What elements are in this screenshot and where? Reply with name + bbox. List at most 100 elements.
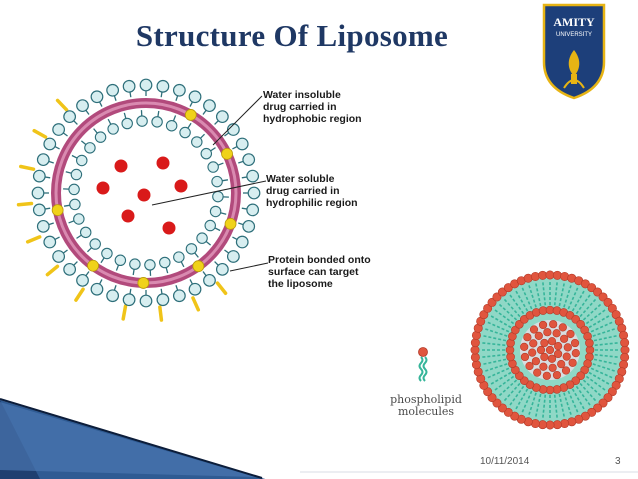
micelle-core-head	[520, 342, 529, 351]
lipid-head	[242, 219, 256, 233]
micelle-tail	[481, 357, 512, 366]
micelle-tail	[569, 288, 586, 316]
hydrophilic-drug	[114, 159, 128, 173]
hydrophobic-drug	[224, 217, 237, 230]
lipid-head	[226, 123, 240, 136]
micelle-tail	[480, 353, 511, 359]
lipid-head	[114, 254, 127, 267]
lipid-head	[32, 169, 46, 183]
micelle-tail	[514, 288, 531, 316]
leader-line-hydrophobic	[212, 95, 263, 146]
micelle-tail	[553, 280, 559, 311]
micelle-tail	[588, 357, 619, 366]
lipid-head	[200, 147, 213, 160]
surface-protein	[215, 281, 228, 296]
lipid-head	[52, 123, 66, 136]
surface-protein	[45, 264, 60, 277]
lipid-head	[52, 250, 66, 263]
page-number: 3	[615, 456, 621, 467]
lipid-head	[207, 161, 219, 173]
micelle-core-head	[539, 362, 548, 371]
micelle-core-head	[561, 366, 571, 375]
micelle-tail	[553, 389, 559, 420]
lipid-head	[36, 219, 50, 233]
lipid-head	[69, 198, 81, 211]
micelle-core-head	[570, 338, 580, 348]
micelle-tail	[588, 334, 619, 343]
lipid-head	[84, 142, 96, 154]
micelle-tail	[541, 280, 547, 311]
lipid-head	[188, 282, 202, 296]
hydrophobic-drug	[221, 147, 233, 160]
lipid-head	[139, 78, 153, 92]
surface-protein	[74, 287, 85, 302]
lipid-head	[235, 235, 249, 249]
hydrophilic-drug	[96, 181, 110, 195]
lipid-head	[76, 273, 89, 287]
lipid-head	[204, 219, 216, 232]
lipid-head	[106, 83, 120, 97]
micelle-core-head	[545, 345, 555, 355]
micelle-core-head	[547, 337, 557, 346]
lipid-head	[165, 119, 178, 132]
micelle-tail	[502, 379, 524, 403]
micelle-core-head	[566, 329, 575, 339]
micelle-tail	[508, 381, 528, 408]
lipid-head	[73, 213, 85, 225]
hydrophobic-drug	[184, 109, 197, 121]
micelle-tail	[586, 320, 615, 335]
micelle-core-head	[533, 368, 542, 377]
micelle-tail	[520, 386, 535, 415]
lipid-head	[188, 90, 202, 104]
micelle-core-head	[523, 333, 532, 342]
micelle-tail	[572, 381, 592, 408]
lipid-head	[203, 273, 216, 287]
micelle-tail	[534, 388, 543, 419]
micelle-tail	[488, 369, 516, 386]
lipid-head	[63, 110, 77, 124]
lipid-head	[211, 175, 223, 188]
micelle-tail	[565, 285, 580, 314]
surface-protein	[191, 296, 201, 312]
lipid-head	[76, 99, 89, 113]
micelle-tail	[485, 365, 514, 380]
surface-protein	[32, 128, 48, 139]
lipid-head	[196, 232, 208, 244]
lipid-head	[209, 205, 222, 218]
micelle-core-head	[568, 358, 577, 367]
footer-date: 10/11/2014	[480, 456, 530, 467]
hydrophobic-drug	[137, 277, 150, 289]
micelle-tail	[514, 384, 531, 412]
lipid-head	[226, 250, 240, 263]
hydrophobic-drug	[51, 204, 64, 217]
lipid-head	[63, 262, 77, 276]
surface-protein	[19, 164, 36, 171]
micelle-core-head	[534, 331, 543, 341]
micelle-core-head	[528, 348, 537, 357]
lipid-head	[89, 238, 101, 250]
hydrophilic-drug	[162, 221, 176, 235]
micelle-tail	[492, 308, 519, 328]
micelle-head	[620, 338, 630, 348]
micelle-tail	[589, 341, 620, 347]
lipid-head	[203, 99, 216, 113]
micelle-tail	[497, 376, 521, 398]
micelle-tail	[483, 361, 513, 373]
micelle-core-head	[548, 363, 557, 372]
lipid-head	[121, 117, 133, 130]
micelle-core	[520, 320, 580, 380]
surface-protein	[121, 304, 128, 321]
micelle-tail	[527, 387, 539, 417]
micelle-core-head	[542, 371, 551, 380]
lipid-head	[235, 137, 249, 151]
hydrophilic-drug-group	[96, 156, 188, 235]
micelle-tail	[557, 388, 566, 419]
lipid-head	[247, 186, 261, 200]
micelle-core-head	[525, 361, 534, 371]
micelle-tail	[534, 281, 543, 312]
micelle-core-head	[536, 345, 546, 355]
micelle-core-head	[520, 352, 530, 362]
